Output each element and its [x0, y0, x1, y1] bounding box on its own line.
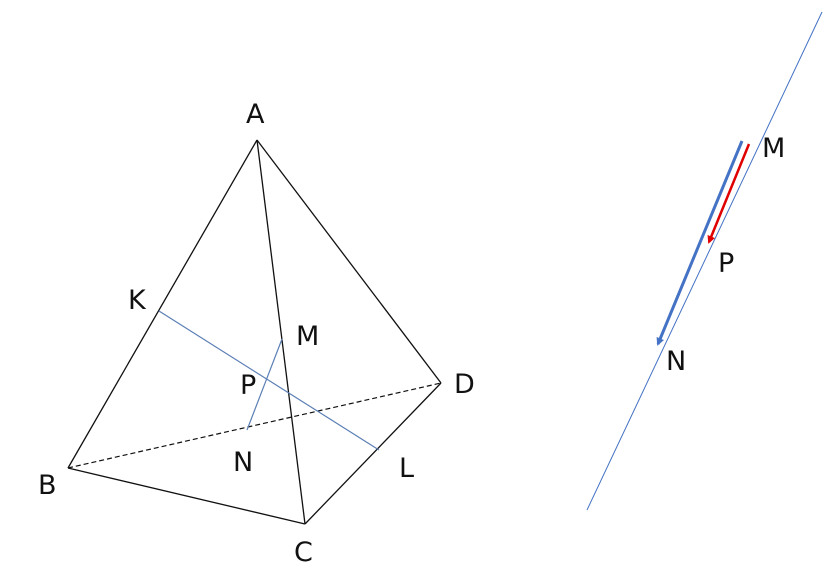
vector-figure: M P N [586, 11, 823, 511]
label-C: C [294, 537, 313, 568]
label-N-right: N [666, 346, 686, 377]
edge-AD [256, 139, 442, 384]
vector-MN-arrow [656, 140, 744, 346]
edge-CD [304, 382, 442, 525]
tetrahedron: A B C D K L M N P [38, 99, 475, 568]
segment-MN [246, 338, 283, 431]
label-A: A [246, 99, 265, 130]
vector-MP-arrow [707, 143, 751, 244]
edge-AC [256, 139, 306, 525]
label-P: P [240, 370, 256, 401]
label-N: N [233, 447, 253, 478]
label-M-right: M [762, 133, 785, 164]
edge-BC [67, 467, 306, 525]
label-B: B [38, 470, 57, 501]
label-M: M [296, 321, 319, 352]
label-K: K [128, 285, 147, 316]
segment-KL [158, 310, 380, 451]
label-D: D [454, 369, 475, 400]
label-P-right: P [718, 248, 734, 279]
edge-AB [67, 139, 258, 469]
label-L: L [399, 453, 414, 484]
line-MN [586, 11, 823, 511]
